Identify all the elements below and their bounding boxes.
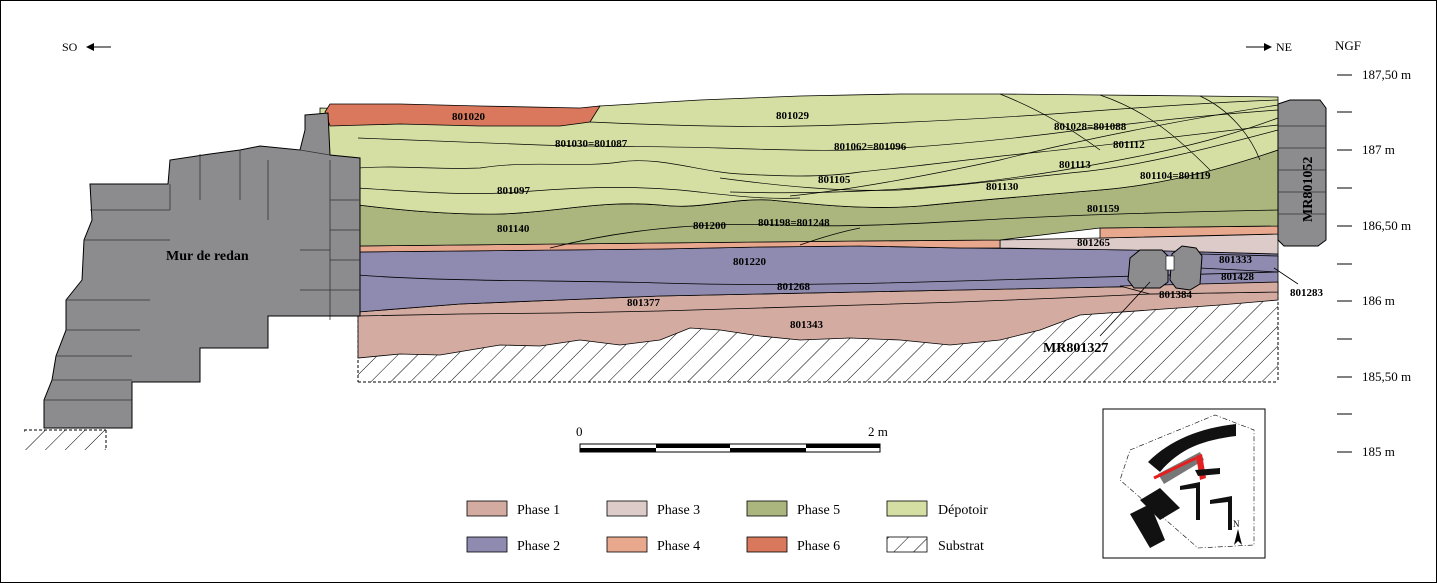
layer-801020 xyxy=(324,103,601,127)
svg-text:186,50 m: 186,50 m xyxy=(1362,218,1411,233)
legend-item-phase6: Phase 6 xyxy=(746,536,840,554)
mur-de-redan-label: Mur de redan xyxy=(166,249,249,264)
label-801265: 801265 xyxy=(1077,237,1111,249)
label-801140: 801140 xyxy=(497,223,530,235)
legend-item-phase3: Phase 3 xyxy=(606,500,700,518)
orientation-so: SO xyxy=(62,40,111,54)
label-801268: 801268 xyxy=(777,281,811,293)
orientation-ne: NE xyxy=(1246,40,1292,54)
svg-text:N: N xyxy=(1233,519,1240,529)
north-arrow-icon: N xyxy=(1233,519,1242,545)
svg-text:Phase 5: Phase 5 xyxy=(797,503,840,518)
svg-text:NGF: NGF xyxy=(1335,38,1361,53)
label-801198: 801198=801248 xyxy=(758,217,830,229)
arrow-left-icon xyxy=(86,43,94,51)
label-801029: 801029 xyxy=(776,110,810,122)
label-801105: 801105 xyxy=(818,174,851,186)
label-801200: 801200 xyxy=(693,220,727,232)
mr801052-label: MR801052 xyxy=(1301,157,1316,222)
label-801159: 801159 xyxy=(1087,203,1120,215)
svg-text:186 m: 186 m xyxy=(1362,293,1395,308)
inset-map: N xyxy=(1102,408,1266,559)
mr801327-wall xyxy=(1127,249,1169,289)
label-801097: 801097 xyxy=(497,185,531,197)
label-801062: 801062=801096 xyxy=(834,141,907,153)
legend-item-phase2: Phase 2 xyxy=(466,536,560,554)
label-801030: 801030=801087 xyxy=(555,138,628,150)
mur-de-redan xyxy=(43,112,361,429)
svg-text:Dépotoir: Dépotoir xyxy=(938,503,988,518)
svg-text:Substrat: Substrat xyxy=(938,539,984,554)
svg-text:2 m: 2 m xyxy=(868,424,888,439)
svg-text:NE: NE xyxy=(1276,40,1292,54)
label-801384: 801384 xyxy=(1159,289,1193,301)
legend-item-depotoir: Dépotoir xyxy=(886,500,988,518)
label-801377: 801377 xyxy=(627,297,661,309)
mr801327-label: MR801327 xyxy=(1043,341,1108,356)
legend: Phase 1 Phase 3 Phase 5 Dépotoir Phase 2… xyxy=(466,500,988,554)
scale-bar: 0 2 m xyxy=(576,424,888,453)
svg-text:185,50 m: 185,50 m xyxy=(1362,369,1411,384)
label-801343: 801343 xyxy=(790,319,824,331)
label-801020: 801020 xyxy=(452,111,486,123)
depotoir-lines xyxy=(357,93,1279,197)
arrow-right-icon xyxy=(1264,43,1272,51)
substrat-small xyxy=(24,430,106,450)
mur-de-redan-stones xyxy=(44,149,360,401)
legend-item-phase4: Phase 4 xyxy=(606,536,700,554)
svg-text:SO: SO xyxy=(62,40,78,54)
legend-item-substrat: Substrat xyxy=(886,536,984,554)
svg-text:0: 0 xyxy=(576,424,583,439)
label-801220: 801220 xyxy=(733,256,767,268)
svg-text:Phase 1: Phase 1 xyxy=(517,503,560,518)
label-801028: 801028=801088 xyxy=(1054,121,1127,133)
label-801112: 801112 xyxy=(1113,139,1145,151)
label-801104: 801104=801119 xyxy=(1140,170,1211,182)
svg-text:187 m: 187 m xyxy=(1362,142,1395,157)
label-801333: 801333 xyxy=(1219,254,1253,266)
svg-text:Phase 4: Phase 4 xyxy=(657,539,700,554)
label-801113: 801113 xyxy=(1059,159,1091,171)
svg-text:185 m: 185 m xyxy=(1362,444,1395,459)
label-801283: 801283 xyxy=(1290,287,1324,299)
mr801052-wall xyxy=(1277,99,1327,247)
svg-text:Phase 3: Phase 3 xyxy=(657,503,700,518)
ngf-scale: NGF 187,50 m 187 m 186,50 m 186 m 185,50… xyxy=(1335,38,1411,459)
label-801428: 801428 xyxy=(1221,271,1255,283)
svg-text:Phase 6: Phase 6 xyxy=(797,539,840,554)
legend-item-phase1: Phase 1 xyxy=(466,500,560,518)
label-801130: 801130 xyxy=(986,181,1019,193)
svg-text:Phase 2: Phase 2 xyxy=(517,539,560,554)
svg-text:187,50 m: 187,50 m xyxy=(1362,67,1411,82)
layer-labels: 801020 801029 801030=801087 801028=80108… xyxy=(452,110,1324,331)
legend-item-phase5: Phase 5 xyxy=(746,500,840,518)
